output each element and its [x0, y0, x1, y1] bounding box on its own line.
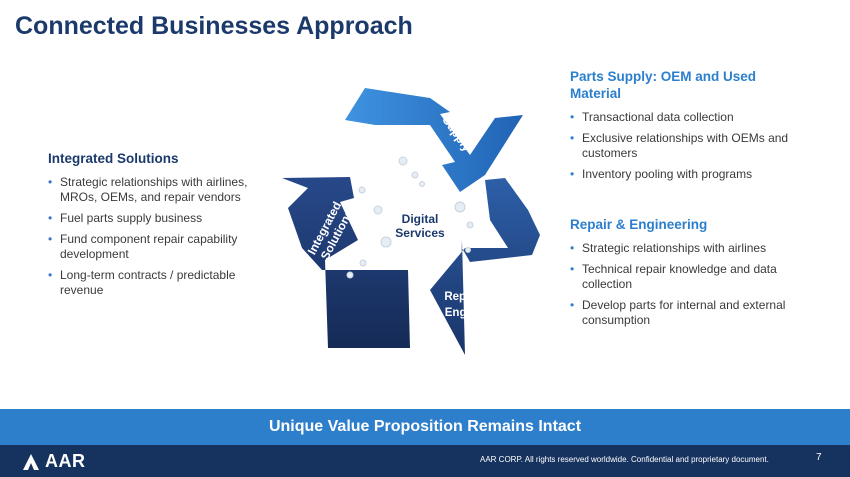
page-number: 7	[816, 452, 822, 463]
aar-logo-icon	[23, 453, 39, 470]
repair-engineering-label: Repair &	[444, 291, 491, 303]
list-item: Fuel parts supply business	[48, 211, 263, 226]
list-item: Inventory pooling with programs	[570, 167, 810, 182]
list-item: Long-term contracts / predictable revenu…	[48, 268, 263, 298]
repair-engineering-section: Repair & Engineering Strategic relations…	[570, 216, 820, 334]
page-title: Connected Businesses Approach	[15, 12, 413, 40]
bubbles-decoration	[346, 156, 474, 279]
parts-supply-section: Parts Supply: OEM and Used Material Tran…	[570, 68, 810, 188]
list-item: Technical repair knowledge and data coll…	[570, 262, 820, 292]
repair-engineering-heading: Repair & Engineering	[570, 217, 708, 232]
logo-text: AAR	[45, 451, 86, 471]
parts-supply-heading: Parts Supply: OEM and Used Material	[570, 69, 757, 101]
repair-engineering-label: Engineering	[445, 307, 511, 319]
integrated-solutions-list: Strategic relationships with airlines, M…	[48, 175, 263, 298]
repair-engineering-list: Strategic relationships with airlines Te…	[570, 241, 820, 328]
integrated-solutions-section: Integrated Solutions Strategic relations…	[48, 150, 263, 304]
integrated-solutions-arrow	[282, 177, 410, 348]
digital-services-label: Services	[395, 226, 445, 240]
copyright-text: AAR CORP. All rights reserved worldwide.…	[480, 455, 769, 464]
value-proposition-banner: Unique Value Proposition Remains Intact	[0, 409, 850, 445]
cycle-diagram: Digital Services Parts Supply Repair & E…	[282, 88, 540, 355]
list-item: Exclusive relationships with OEMs and cu…	[570, 131, 810, 161]
parts-supply-list: Transactional data collection Exclusive …	[570, 110, 810, 182]
list-item: Transactional data collection	[570, 110, 810, 125]
digital-services-label: Digital	[402, 212, 439, 226]
parts-supply-arrow	[345, 88, 523, 192]
repair-engineering-arrow	[430, 178, 540, 355]
aar-logo: AAR	[22, 451, 86, 472]
list-item: Fund component repair capability develop…	[48, 232, 263, 262]
list-item: Strategic relationships with airlines	[570, 241, 820, 256]
list-item: Strategic relationships with airlines, M…	[48, 175, 263, 205]
footer-bar: AAR AAR CORP. All rights reserved worldw…	[0, 445, 850, 477]
list-item: Develop parts for internal and external …	[570, 298, 820, 328]
integrated-solutions-heading: Integrated Solutions	[48, 151, 179, 166]
